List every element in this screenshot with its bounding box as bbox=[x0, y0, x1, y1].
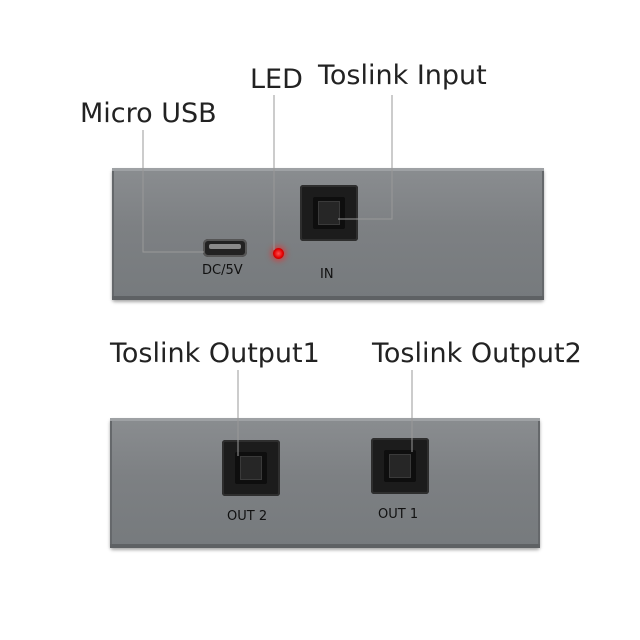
panel-rim-top bbox=[110, 418, 540, 421]
led-indicator bbox=[273, 248, 284, 259]
out2-label: OUT 2 bbox=[227, 509, 268, 524]
in-label: IN bbox=[320, 267, 334, 282]
micro-usb-slot bbox=[209, 244, 241, 249]
out1-label: OUT 1 bbox=[378, 507, 419, 522]
callout-toslink-output2: Toslink Output2 bbox=[372, 338, 582, 369]
callout-toslink-output1: Toslink Output1 bbox=[110, 338, 320, 369]
callout-toslink-input: Toslink Input bbox=[318, 60, 487, 91]
micro-usb-port bbox=[203, 239, 247, 257]
panel-rim-bottom bbox=[110, 544, 540, 548]
toslink-output1-port bbox=[371, 438, 429, 494]
callout-micro-usb: Micro USB bbox=[80, 98, 217, 129]
toslink-input-port bbox=[300, 185, 358, 241]
leader-toslink-input bbox=[338, 95, 393, 220]
dc-label: DC/5V bbox=[202, 263, 243, 278]
leader-micro-usb bbox=[142, 130, 204, 253]
toslink-output2-door bbox=[240, 456, 262, 480]
panel-rim-top bbox=[112, 168, 544, 171]
toslink-output1-door bbox=[389, 454, 411, 478]
callout-led: LED bbox=[250, 64, 303, 95]
bottom-device-panel bbox=[110, 418, 540, 548]
toslink-input-door bbox=[318, 201, 340, 225]
toslink-output2-port bbox=[222, 440, 280, 496]
panel-rim-bottom bbox=[112, 296, 544, 300]
